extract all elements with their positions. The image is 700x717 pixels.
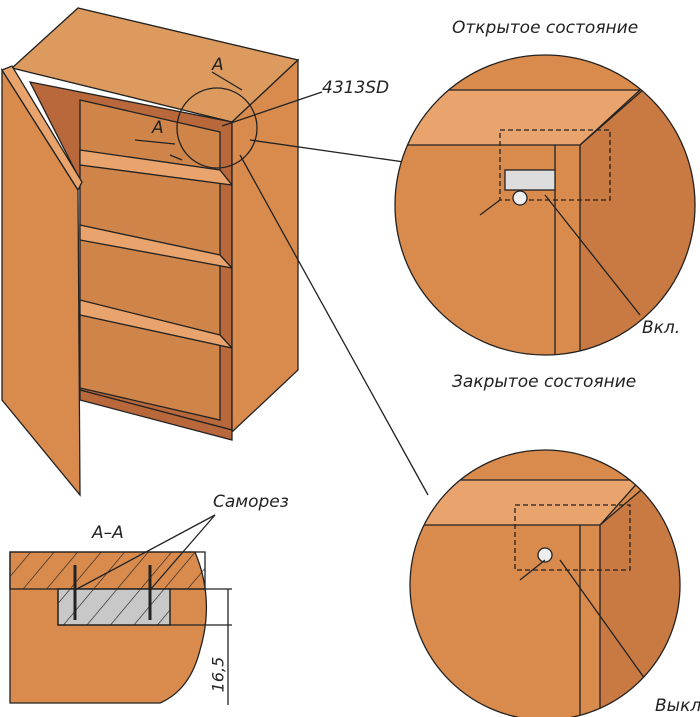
cabinet-right-side bbox=[231, 58, 299, 434]
section-label: A–A bbox=[92, 523, 124, 543]
dimension-label: 16,5 bbox=[208, 656, 228, 693]
section-mark-left: A bbox=[152, 118, 164, 138]
off-label: Выкл bbox=[655, 696, 700, 716]
closed-state-circle bbox=[409, 449, 681, 717]
screw-label: Саморез bbox=[213, 492, 289, 512]
section-a-a bbox=[9, 514, 232, 705]
closed-state-detail bbox=[410, 450, 680, 717]
door-edge bbox=[1, 65, 83, 192]
open-state-circle bbox=[394, 54, 696, 356]
on-label: Вкл. bbox=[642, 318, 681, 338]
open-state-label: Открытое состояние bbox=[452, 18, 639, 38]
cabinet-back bbox=[79, 99, 221, 421]
closed-state-label: Закрытое состояние bbox=[452, 372, 637, 392]
detail-marker bbox=[134, 71, 429, 496]
cabinet bbox=[1, 7, 300, 497]
section-mark-top: A bbox=[212, 55, 224, 75]
model-label: 4313SD bbox=[322, 78, 390, 98]
